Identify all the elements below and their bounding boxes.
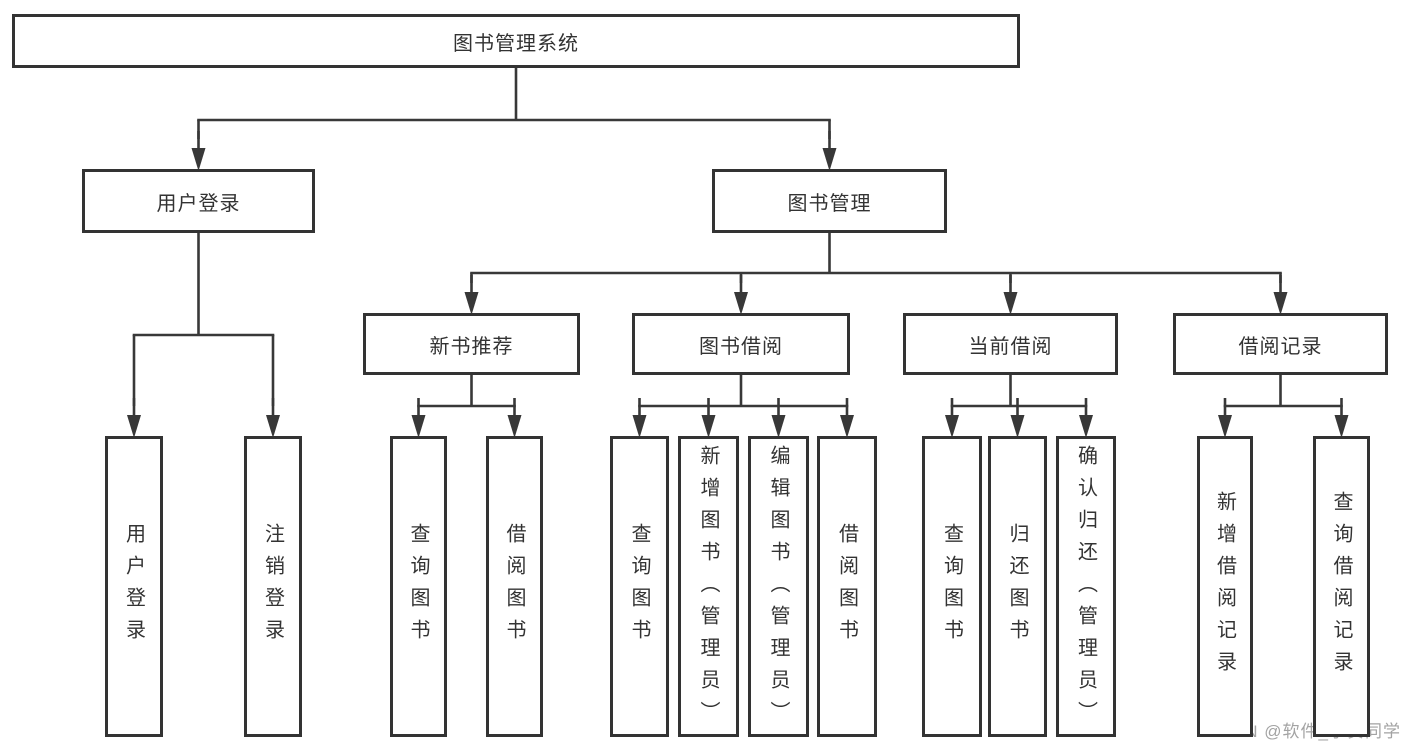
diagram-node-rec-query-books: 查询图书 [390,436,447,737]
arrowhead-icon [1079,415,1093,438]
node-label-bb-query-books: 查询图书 [628,522,650,651]
node-label-bb-edit-books: 编辑图书（管理员） [767,445,789,733]
diagram-node-bb-add-books: 新增图书（管理员） [678,436,739,737]
diagram-node-rec-borrow-books: 借阅图书 [486,436,543,737]
diagram-node-new-book-rec: 新书推荐 [363,313,580,375]
arrowhead-icon [701,415,716,438]
arrowhead-icon [464,292,479,315]
node-label-cb-confirm-return: 确认归还（管理员） [1074,445,1097,733]
arrowhead-icon [771,415,786,438]
arrowhead-icon [507,415,522,438]
arrowhead-icon [266,415,280,438]
node-label-book-borrow: 图书借阅 [699,335,783,358]
diagram-node-current-borrow: 当前借阅 [903,313,1118,375]
arrowhead-icon [1334,415,1349,438]
node-label-logout-leaf: 注销登录 [261,522,284,651]
diagram-node-borrow-records: 借阅记录 [1173,313,1388,375]
diagram-node-br-add-record: 新增借阅记录 [1197,436,1253,737]
node-label-br-add-record: 新增借阅记录 [1213,490,1236,683]
arrowhead-icon [1218,415,1232,438]
diagram-node-br-query-record: 查询借阅记录 [1313,436,1370,737]
arrowhead-icon [127,415,141,438]
node-label-new-book-rec: 新书推荐 [429,335,514,358]
diagram-node-book-borrow: 图书借阅 [632,313,850,375]
arrowhead-icon [840,415,854,438]
node-label-borrow-records: 借阅记录 [1238,335,1323,358]
node-label-rec-borrow-books: 借阅图书 [503,522,525,651]
node-label-user-login: 用户登录 [156,192,241,215]
arrowhead-icon [945,415,959,438]
diagram-node-bb-borrow-books: 借阅图书 [817,436,877,737]
arrowhead-icon [1010,415,1025,438]
node-label-cb-query-books: 查询图书 [940,522,963,651]
arrowhead-icon [734,292,748,315]
arrowhead-icon [632,415,647,438]
node-label-root: 图书管理系统 [453,32,579,55]
diagram-node-logout-leaf: 注销登录 [244,436,302,737]
node-label-bb-add-books: 新增图书（管理员） [697,445,719,733]
diagram-node-user-login: 用户登录 [82,169,315,233]
arrowhead-icon [191,148,206,171]
arrowhead-icon [1273,292,1288,315]
arrowhead-icon [1003,292,1018,315]
diagram-node-cb-query-books: 查询图书 [922,436,982,737]
node-label-current-borrow: 当前借阅 [968,335,1053,358]
diagram-node-cb-confirm-return: 确认归还（管理员） [1056,436,1116,737]
node-label-rec-query-books: 查询图书 [407,522,429,651]
diagram-node-cb-return-books: 归还图书 [988,436,1047,737]
diagram-node-bb-query-books: 查询图书 [610,436,669,737]
node-label-book-mgmt: 图书管理 [787,192,872,215]
diagram-node-root: 图书管理系统 [12,14,1020,68]
node-label-cb-return-books: 归还图书 [1006,522,1028,651]
diagram-node-book-mgmt: 图书管理 [712,169,947,233]
diagram-node-user-login-leaf: 用户登录 [105,436,163,737]
diagram-node-bb-edit-books: 编辑图书（管理员） [748,436,809,737]
node-label-bb-borrow-books: 借阅图书 [835,522,858,651]
arrowhead-icon [411,415,426,438]
node-label-user-login-leaf: 用户登录 [122,522,145,651]
arrowhead-icon [822,148,837,171]
node-label-br-query-record: 查询借阅记录 [1330,490,1352,683]
